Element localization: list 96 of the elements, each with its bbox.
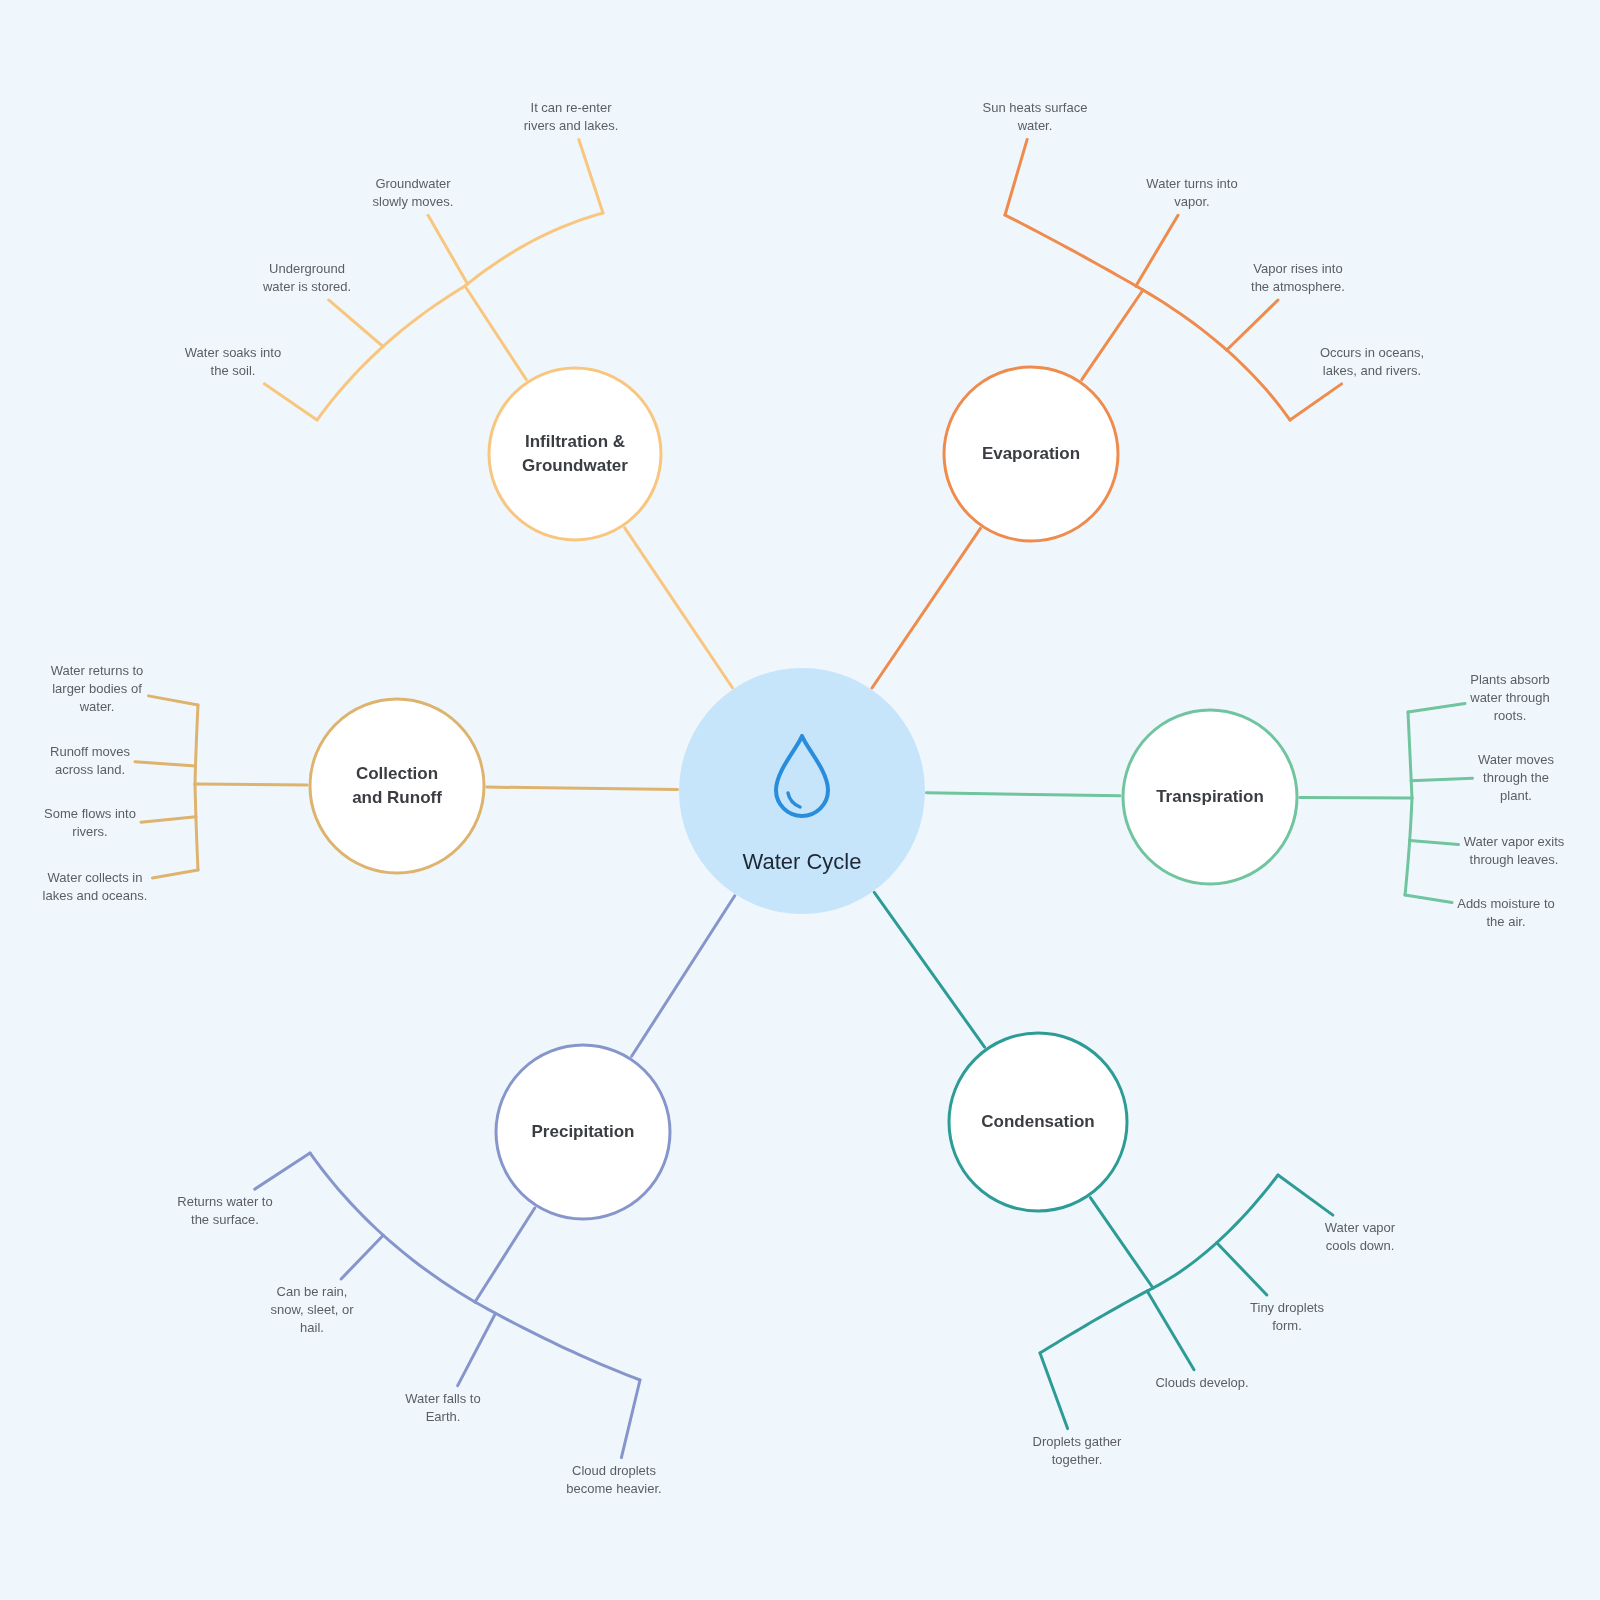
branch-line: [1038, 1289, 1149, 1355]
branch-line: [193, 782, 309, 787]
branch-line: [1409, 776, 1474, 783]
note-text: Water returns to larger bodies of water.: [47, 659, 147, 719]
note-text: Water collects in lakes and oceans.: [39, 866, 151, 908]
topic-circle: [487, 366, 663, 542]
branch-line: [139, 815, 198, 824]
branch-line: [1225, 348, 1292, 422]
branch-line: [1225, 298, 1280, 352]
branch-line: [147, 694, 200, 707]
topic-label: Transpiration: [1155, 786, 1265, 808]
branch-line: [339, 1233, 385, 1281]
note-text: Occurs in oceans, lakes, and rivers.: [1316, 341, 1428, 383]
note-text: Some flows into rivers.: [40, 802, 140, 844]
note-text: Tiny droplets form.: [1246, 1296, 1328, 1338]
branch-line: [1409, 779, 1414, 800]
note-text: Cloud droplets become heavier.: [562, 1459, 666, 1501]
branch-line: [193, 764, 197, 786]
branch-line: [463, 282, 470, 288]
hub-label: Water Cycle: [742, 848, 862, 876]
topic-label: Precipitation: [531, 1121, 635, 1143]
branch-line: [1145, 1286, 1155, 1293]
topic-circle: [494, 1043, 672, 1221]
connector-line: [925, 791, 1122, 798]
connector-line: [623, 526, 734, 690]
branch-line: [315, 345, 385, 422]
branch-line: [133, 760, 197, 768]
branch-line: [308, 1151, 385, 1237]
topic-label: Evaporation: [981, 443, 1081, 465]
note-text: Clouds develop.: [1151, 1371, 1253, 1395]
note-text: Water vapor cools down.: [1321, 1216, 1399, 1258]
branch-line: [1406, 710, 1413, 783]
branch-line: [1141, 288, 1229, 352]
branch-line: [1134, 213, 1180, 288]
branch-line: [1403, 838, 1412, 897]
branch-line: [1408, 796, 1414, 842]
branch-line: [1080, 288, 1145, 382]
topic-circle: [942, 365, 1120, 543]
branch-line: [1088, 1196, 1155, 1290]
branch-line: [456, 1311, 498, 1388]
note-text: Water vapor exits through leaves.: [1460, 830, 1568, 872]
branch-line: [1003, 137, 1029, 217]
branch-line: [381, 1233, 477, 1304]
note-text: It can re-enter rivers and lakes.: [520, 96, 622, 138]
note-text: Vapor rises into the atmosphere.: [1247, 257, 1349, 299]
branch-line: [1038, 1351, 1070, 1431]
branch-line: [1151, 1241, 1219, 1290]
connector-line: [630, 894, 737, 1058]
branch-line: [1003, 213, 1138, 288]
note-text: Adds moisture to the air.: [1453, 892, 1559, 934]
note-text: Droplets gather together.: [1029, 1430, 1125, 1472]
branch-line: [1406, 701, 1467, 714]
topic-circle: [1121, 708, 1299, 886]
branch-line: [194, 703, 200, 768]
branch-line: [151, 868, 200, 880]
branch-line: [1145, 1289, 1196, 1372]
branch-line: [381, 284, 467, 348]
branch-line: [1288, 382, 1344, 422]
branch-line: [473, 1206, 537, 1304]
branch-line: [473, 1300, 498, 1315]
branch-line: [426, 213, 470, 286]
topic-label: Collection and Runoff: [351, 763, 443, 809]
branch-line: [253, 1151, 312, 1191]
note-text: Water turns into vapor.: [1142, 172, 1242, 214]
note-text: Groundwater slowly moves.: [369, 172, 457, 214]
branch-line: [327, 298, 385, 348]
branch-line: [1134, 284, 1145, 292]
note-text: Can be rain, snow, sleet, or hail.: [266, 1280, 358, 1340]
note-text: Runoff moves across land.: [46, 740, 134, 782]
branch-line: [1215, 1173, 1280, 1245]
branch-line: [1403, 893, 1454, 904]
connector-line: [485, 785, 679, 791]
hub-circle: [679, 668, 925, 914]
branch-line: [619, 1378, 642, 1460]
note-text: Underground water is stored.: [259, 257, 355, 299]
connector-line: [870, 526, 982, 690]
branch-line: [1408, 838, 1460, 847]
branch-line: [194, 815, 200, 872]
branch-line: [463, 284, 528, 382]
topic-label: Infiltration & Groundwater: [521, 431, 629, 477]
branch-line: [494, 1311, 642, 1382]
branch-line: [1215, 1241, 1269, 1297]
note-text: Returns water to the surface.: [173, 1190, 277, 1232]
topic-circle: [947, 1031, 1129, 1213]
note-text: Plants absorb water through roots.: [1466, 668, 1554, 728]
note-text: Sun heats surface water.: [979, 96, 1091, 138]
note-text: Water soaks into the soil.: [181, 341, 285, 383]
note-text: Water moves through the plant.: [1474, 748, 1558, 808]
connector-line: [872, 890, 987, 1049]
branch-line: [262, 382, 319, 422]
note-text: Water falls to Earth.: [401, 1387, 485, 1429]
topic-circle: [308, 697, 486, 875]
branch-line: [466, 211, 605, 286]
topic-label: Condensation: [981, 1111, 1095, 1133]
branch-line: [577, 137, 605, 215]
branch-line: [1276, 1173, 1335, 1217]
